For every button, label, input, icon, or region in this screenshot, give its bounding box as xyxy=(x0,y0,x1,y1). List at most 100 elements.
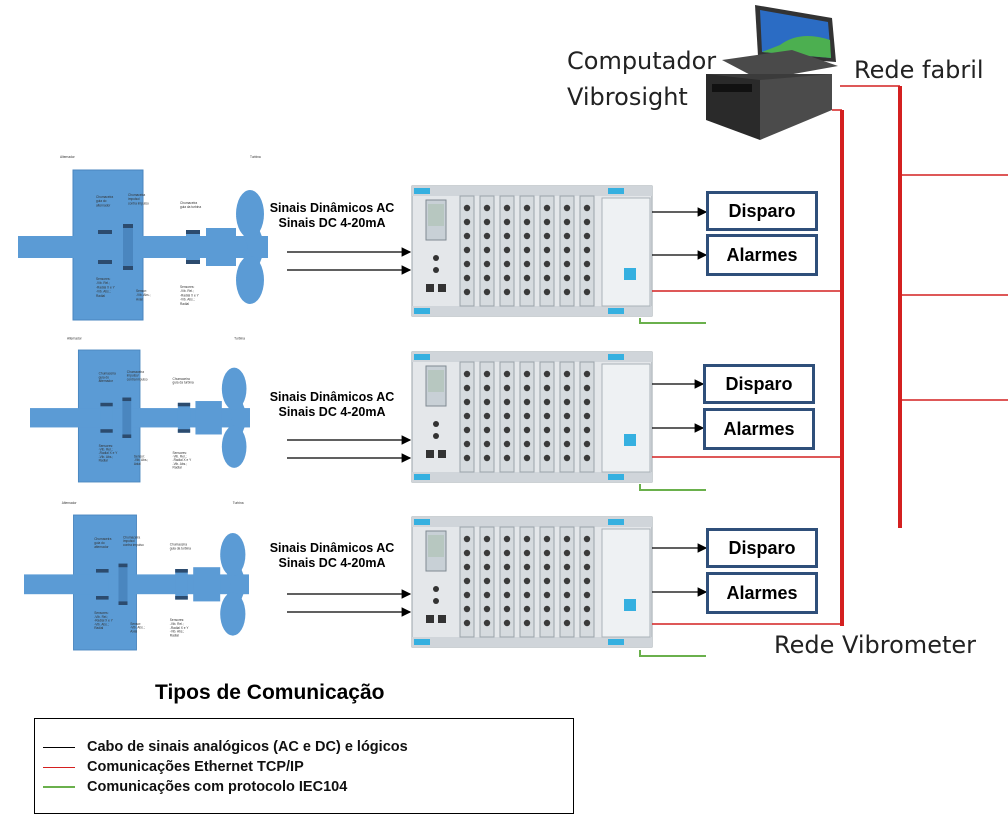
alarm-box-1: Alarmes xyxy=(706,234,818,276)
signal-label-1: Sinais Dinâmicos AC Sinais DC 4-20mA xyxy=(257,201,407,231)
bearing-alt-label: Chumaceira xyxy=(96,195,113,199)
sensors-label: -Vib. Rel.; xyxy=(96,281,110,285)
connector-icon xyxy=(543,535,551,543)
bearing-thrust-label: impulso/ xyxy=(127,374,139,378)
connector-icon xyxy=(523,370,531,378)
connector-icon xyxy=(543,384,551,392)
bearing-thrust-label: Chumaceira xyxy=(127,370,144,374)
connector-icon xyxy=(563,218,571,226)
sensor-label: Axial xyxy=(136,297,143,301)
connector-icon xyxy=(503,274,511,282)
connector-icon xyxy=(583,398,591,406)
connector-icon xyxy=(563,591,571,599)
sensors-label: Sensores: xyxy=(170,618,184,622)
signal-ac-text: Sinais Dinâmicos AC xyxy=(269,201,395,215)
bearing-turb-label: guia da turbina xyxy=(173,381,194,385)
sensor-label: -Vib. Abs.; xyxy=(130,626,145,630)
connector-icon xyxy=(563,204,571,212)
connector-icon xyxy=(463,549,471,557)
signal-label-3: Sinais Dinâmicos AC Sinais DC 4-20mA xyxy=(257,541,407,571)
alternator-label: Alternador xyxy=(67,336,83,340)
alarm-box-3: Alarmes xyxy=(706,572,818,614)
bearing-alt-label: alternador xyxy=(94,545,109,549)
connector-icon xyxy=(463,619,471,627)
connector-icon xyxy=(483,563,491,571)
connector-icon xyxy=(543,577,551,585)
sensors-label: -Radial X e Y xyxy=(180,293,200,297)
connector-icon xyxy=(523,288,531,296)
alternator-label: Alternador xyxy=(60,155,76,159)
alternator-label: Alternador xyxy=(62,501,78,505)
connector-icon xyxy=(503,232,511,240)
connector-icon xyxy=(543,232,551,240)
connector-icon xyxy=(543,591,551,599)
turbine-label: Turbina xyxy=(250,155,261,159)
legend-line-red xyxy=(43,766,75,768)
connector-icon xyxy=(523,204,531,212)
connector-icon xyxy=(563,440,571,448)
connector-icon xyxy=(463,591,471,599)
connector-icon xyxy=(483,426,491,434)
connector-icon xyxy=(563,619,571,627)
legend-line-black xyxy=(43,746,75,748)
connector-icon xyxy=(463,577,471,585)
connector-icon xyxy=(523,260,531,268)
connector-icon xyxy=(543,398,551,406)
connector-icon xyxy=(523,549,531,557)
connector-icon xyxy=(563,398,571,406)
connector-icon xyxy=(523,232,531,240)
connector-icon xyxy=(583,535,591,543)
connector-icon xyxy=(503,454,511,462)
connector-icon xyxy=(483,412,491,420)
legend-item-analog: Cabo de sinais analógicos (AC e DC) e ló… xyxy=(43,739,408,755)
connector-icon xyxy=(543,204,551,212)
connector-icon xyxy=(543,605,551,613)
connector-icon xyxy=(523,535,531,543)
sensor-label: -Vib. Abs.; xyxy=(136,293,151,297)
sensors-label: -Vib. Rel.; xyxy=(170,622,184,626)
connector-icon xyxy=(483,605,491,613)
sensors-label: Sensores: xyxy=(94,611,108,615)
sensors-label: Sensores: xyxy=(99,444,113,448)
connector-icon xyxy=(563,384,571,392)
connector-icon xyxy=(463,370,471,378)
connector-icon xyxy=(463,274,471,282)
vibrometer-network-label: Rede Vibrometer xyxy=(774,631,976,659)
sensors-label: -Vib. Abs.; xyxy=(94,622,109,626)
connector-icon xyxy=(463,260,471,268)
bearing-alt-label: alternador xyxy=(99,379,114,383)
trip-box-2: Disparo xyxy=(703,364,815,404)
connector-icon xyxy=(503,591,511,599)
trip-box-1: Disparo xyxy=(706,191,818,231)
connector-icon xyxy=(483,440,491,448)
connector-icon xyxy=(563,288,571,296)
signal-dc-text: Sinais DC 4-20mA xyxy=(278,556,386,570)
connector-icon xyxy=(483,454,491,462)
connector-icon xyxy=(583,412,591,420)
connector-icon xyxy=(583,454,591,462)
bearing-turb-label: Chumaceira xyxy=(170,543,187,547)
alarm-box-2: Alarmes xyxy=(703,408,815,450)
factory-network-label: Rede fabril xyxy=(854,56,984,84)
legend-line-green xyxy=(43,786,75,788)
connector-icon xyxy=(503,535,511,543)
connector-icon xyxy=(543,288,551,296)
bearing-turb-label: guia da turbina xyxy=(170,546,191,550)
connector-icon xyxy=(483,591,491,599)
connector-icon xyxy=(543,274,551,282)
connector-icon xyxy=(483,619,491,627)
output-arrows xyxy=(652,207,708,597)
bearing-alt-label: guia do xyxy=(94,541,105,545)
sensors-label: Radial xyxy=(170,633,179,637)
connector-icon xyxy=(503,605,511,613)
connector-icon xyxy=(563,426,571,434)
connector-icon xyxy=(463,218,471,226)
connector-icon xyxy=(543,260,551,268)
connector-icon xyxy=(523,412,531,420)
connector-icon xyxy=(543,426,551,434)
connector-icon xyxy=(583,260,591,268)
connector-icon xyxy=(583,591,591,599)
connector-icon xyxy=(583,246,591,254)
connector-icon xyxy=(583,563,591,571)
